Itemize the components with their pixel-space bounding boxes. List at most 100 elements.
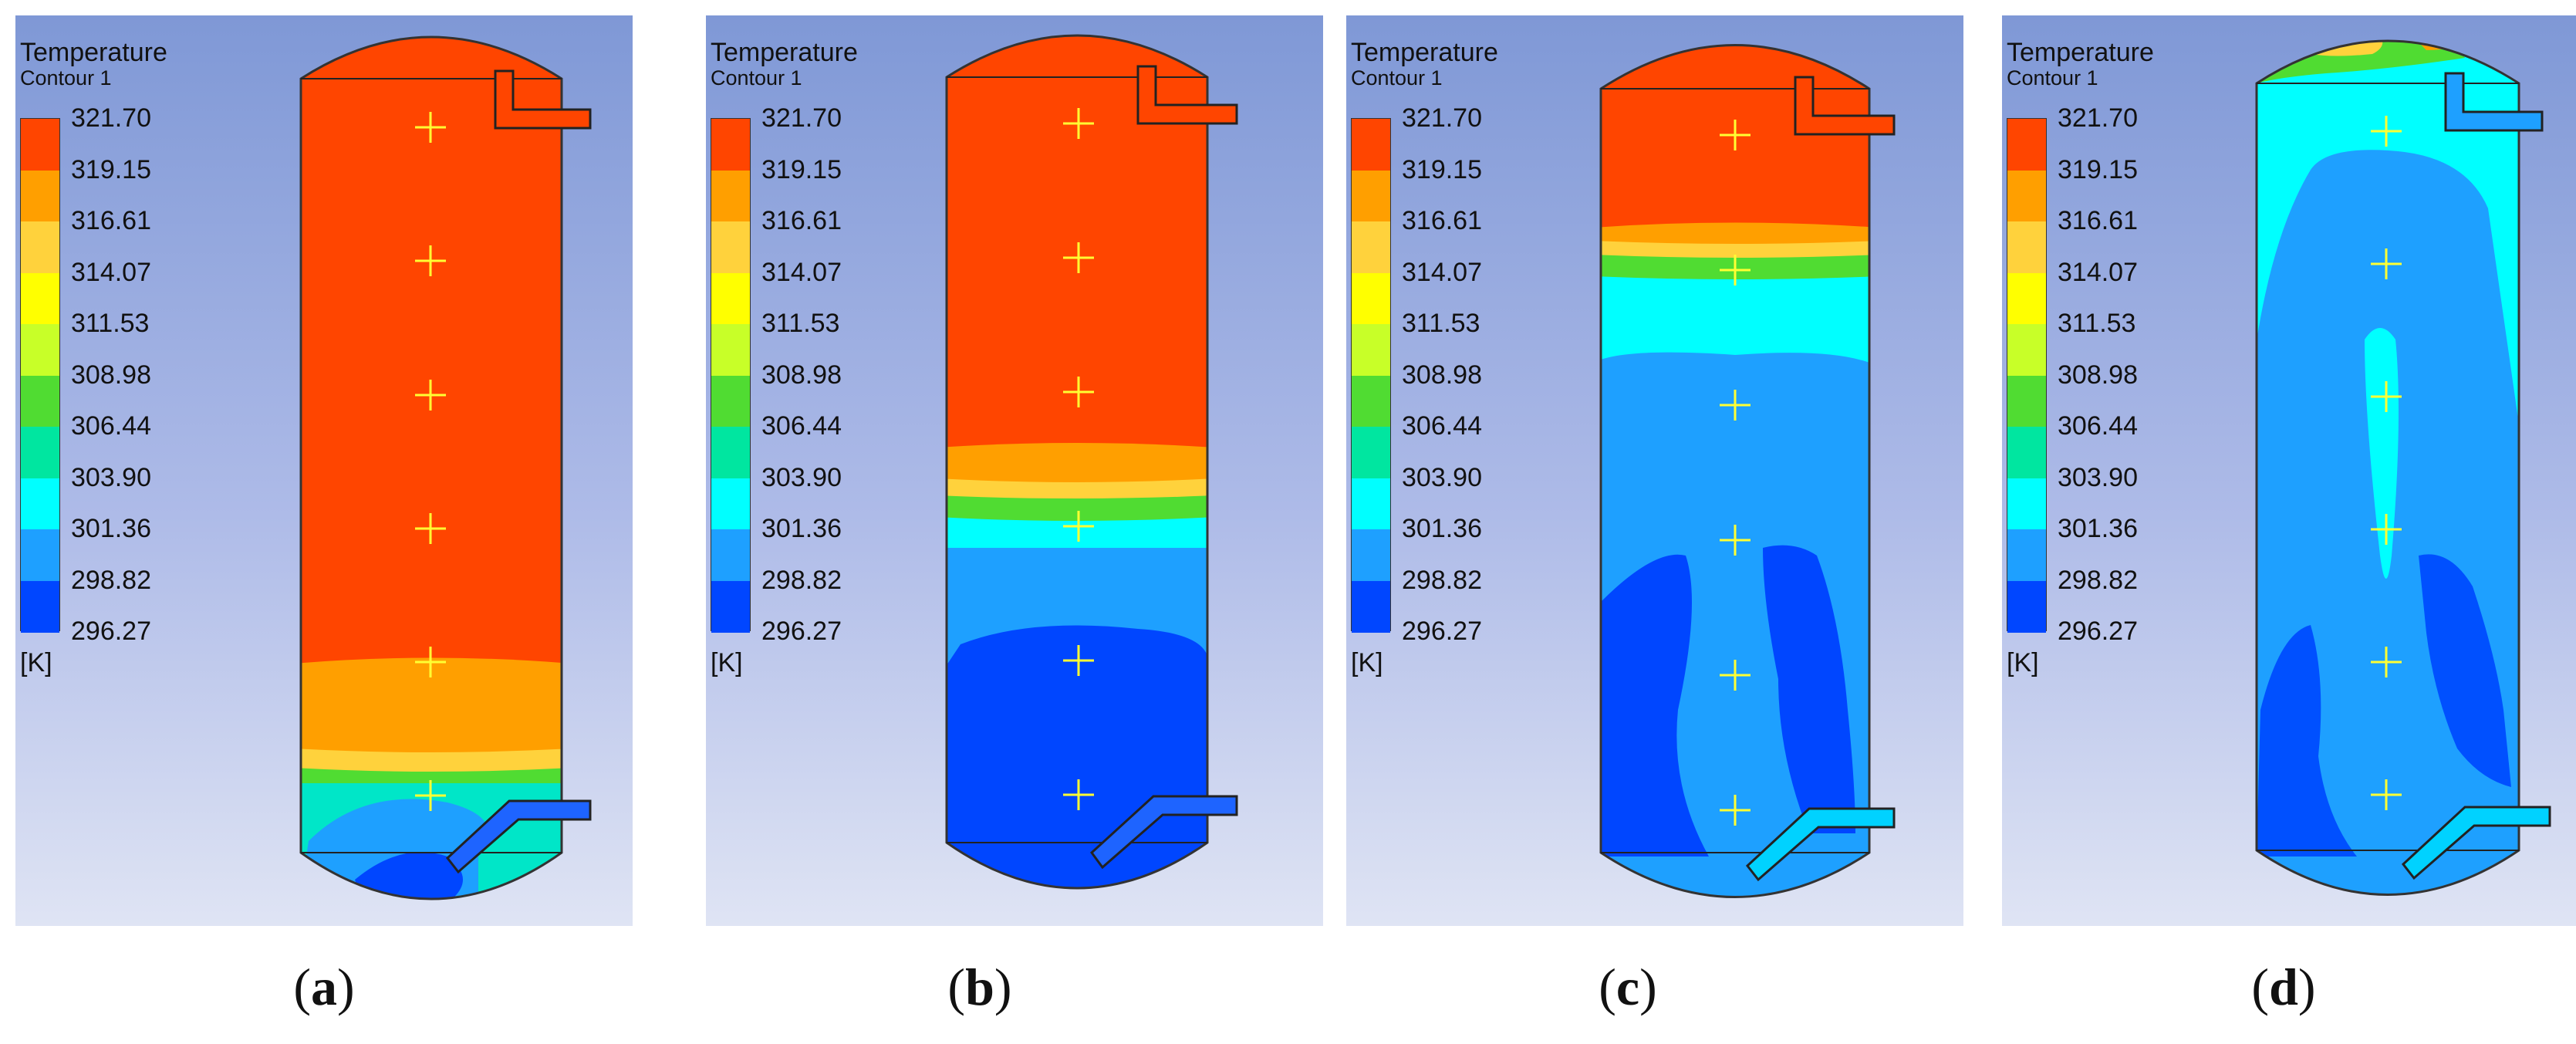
- legend-color-segment: [21, 478, 59, 530]
- vessel-contour: [945, 34, 1238, 890]
- legend-color-segment: [1352, 478, 1390, 530]
- legend-tick-label: 319.15: [761, 154, 842, 184]
- color-legend-bar: [711, 118, 751, 633]
- legend-color-segment: [21, 375, 59, 427]
- legend-tick-label: 306.44: [761, 411, 842, 441]
- inlet-pipe: [445, 799, 592, 874]
- color-legend-bar: [1351, 118, 1391, 633]
- outlet-pipe: [1136, 65, 1238, 125]
- legend-color-segment: [21, 170, 59, 222]
- legend-color-segment: [2007, 478, 2046, 530]
- probe-markers: [415, 112, 446, 811]
- legend-tick-label: 321.70: [71, 103, 151, 133]
- legend-tick-label: 319.15: [1402, 154, 1482, 184]
- legend-tick-label: 296.27: [71, 617, 151, 646]
- legend-tick-label: 308.98: [761, 360, 842, 390]
- legend-tick-label: 321.70: [761, 103, 842, 133]
- legend-tick-label: 298.82: [1402, 565, 1482, 595]
- legend-color-segment: [1352, 375, 1390, 427]
- outlet-pipe: [494, 69, 592, 130]
- legend-color-segment: [711, 221, 750, 274]
- legend-color-segment: [1352, 119, 1390, 171]
- legend-color-segment: [1352, 427, 1390, 479]
- legend-color-segment: [1352, 324, 1390, 377]
- probe-markers: [2371, 116, 2402, 810]
- legend-tick-label: 311.53: [71, 309, 150, 338]
- outlet-pipe: [2444, 72, 2544, 132]
- legend-color-segment: [1352, 272, 1390, 325]
- legend-unit: [K]: [711, 648, 743, 677]
- legend-color-segment: [21, 580, 59, 633]
- legend-tick-label: 316.61: [2058, 206, 2138, 235]
- inlet-pipe: [2401, 806, 2551, 880]
- legend-color-segment: [2007, 580, 2046, 633]
- vessel-contour: [2255, 39, 2551, 896]
- legend-color-segment: [21, 119, 59, 171]
- probe-markers: [1720, 120, 1751, 826]
- legend-color-segment: [21, 272, 59, 325]
- legend-color-segment: [711, 272, 750, 325]
- cold-zone-left: [1601, 554, 1709, 856]
- legend-subtitle: Contour 1: [1351, 66, 1443, 90]
- legend-color-segment: [2007, 221, 2046, 274]
- legend-color-segment: [2007, 375, 2046, 427]
- warm-zone: [301, 657, 562, 756]
- legend-color-segment: [711, 478, 750, 530]
- legend-subtitle: Contour 1: [711, 66, 802, 90]
- legend-subtitle: Contour 1: [20, 66, 112, 90]
- legend-tick-label: 314.07: [71, 257, 151, 287]
- legend-unit: [K]: [2007, 648, 2039, 677]
- legend-tick-label: 301.36: [71, 514, 151, 543]
- legend-tick-label: 301.36: [1402, 514, 1482, 543]
- legend-color-segment: [21, 529, 59, 582]
- legend-tick-label: 296.27: [761, 617, 842, 646]
- legend-title: Temperature: [20, 38, 167, 67]
- legend-tick-label: 303.90: [761, 462, 842, 492]
- legend-color-segment: [21, 324, 59, 377]
- legend-title: Temperature: [2007, 38, 2154, 67]
- legend-tick-label: 308.98: [71, 360, 151, 390]
- legend-color-segment: [1352, 529, 1390, 582]
- legend-tick-label: 303.90: [2058, 462, 2138, 492]
- legend-tick-label: 308.98: [2058, 360, 2138, 390]
- legend-tick-label: 311.53: [1402, 309, 1480, 338]
- caption-a: (a): [293, 958, 355, 1016]
- inlet-pipe: [1745, 807, 1896, 882]
- legend-tick-label: 303.90: [71, 462, 151, 492]
- cold-zone-right: [2419, 554, 2511, 787]
- probe-markers: [1063, 108, 1094, 810]
- legend-color-segment: [2007, 427, 2046, 479]
- legend-tick-label: 301.36: [2058, 514, 2138, 543]
- legend-tick-label: 316.61: [71, 206, 151, 235]
- legend-title: Temperature: [1351, 38, 1498, 67]
- legend-tick-label: 314.07: [1402, 257, 1482, 287]
- legend-tick-label: 308.98: [1402, 360, 1482, 390]
- legend-unit: [K]: [20, 648, 52, 677]
- legend-color-segment: [2007, 170, 2046, 222]
- legend-color-segment: [2007, 529, 2046, 582]
- legend-tick-label: 319.15: [2058, 154, 2138, 184]
- legend-color-segment: [711, 170, 750, 222]
- caption-d: (d): [2251, 958, 2316, 1016]
- outlet-pipe: [1794, 76, 1896, 136]
- inlet-pipe: [1089, 795, 1238, 870]
- legend-color-segment: [2007, 119, 2046, 171]
- legend-tick-label: 321.70: [2058, 103, 2138, 133]
- cold-zone-left: [2257, 625, 2357, 856]
- legend-tick-label: 316.61: [1402, 206, 1482, 235]
- cold-zone-right: [1763, 545, 1855, 833]
- legend-tick-label: 298.82: [71, 565, 151, 595]
- vessel-contour: [299, 35, 592, 900]
- legend-color-segment: [711, 427, 750, 479]
- legend-tick-label: 306.44: [2058, 411, 2138, 441]
- legend-tick-label: 311.53: [761, 309, 840, 338]
- legend-title: Temperature: [711, 38, 858, 67]
- legend-tick-label: 296.27: [2058, 617, 2138, 646]
- legend-color-segment: [711, 324, 750, 377]
- color-legend-bar: [20, 118, 60, 633]
- legend-color-segment: [711, 580, 750, 633]
- legend-tick-label: 298.82: [761, 565, 842, 595]
